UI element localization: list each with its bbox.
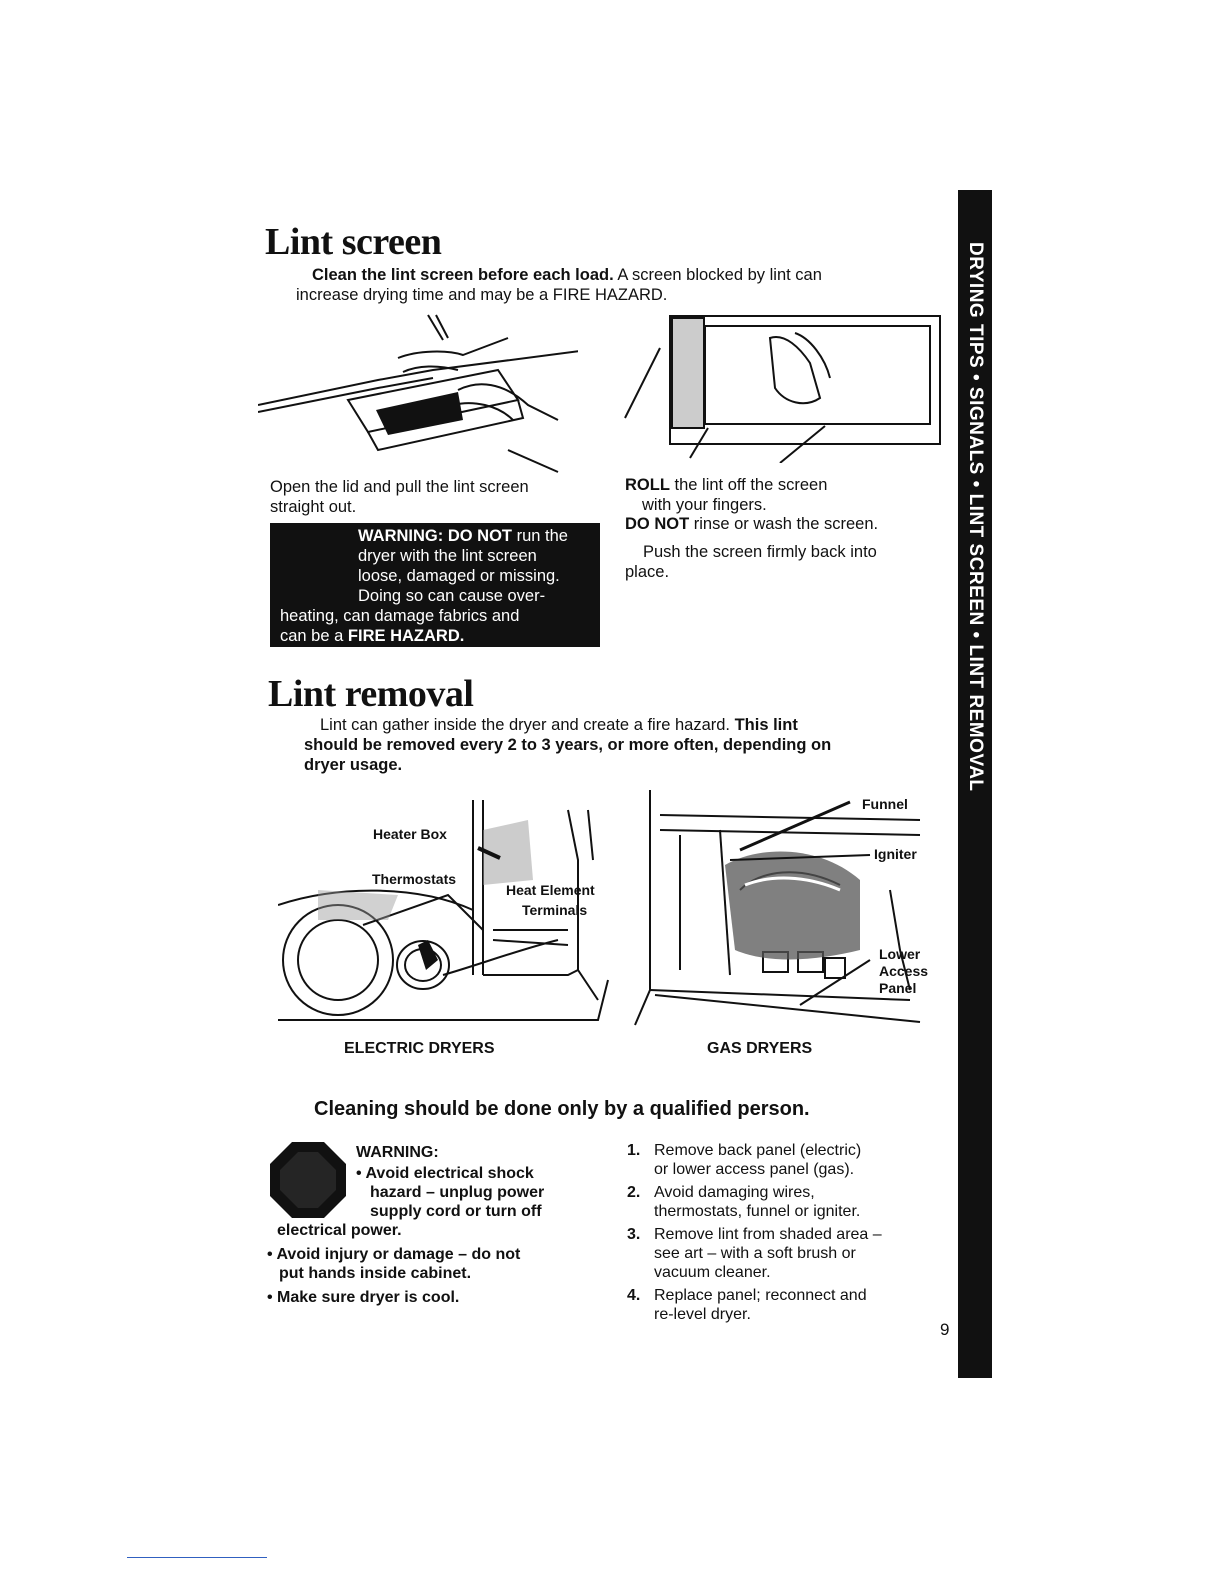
intro-1-rest: Lint can gather inside the dryer and cre… xyxy=(320,716,730,734)
step-1-line-2: or lower access panel (gas). xyxy=(654,1161,855,1178)
step-2-line-1: Avoid damaging wires, xyxy=(654,1184,815,1201)
warning-bullet-1-l4: electrical power. xyxy=(277,1222,402,1239)
lint-screen-intro-line2: increase drying time and may be a FIRE H… xyxy=(296,286,668,304)
push-screen-line2: place. xyxy=(625,563,670,581)
lint-removal-intro-3: dryer usage. xyxy=(304,756,403,774)
label-access: Access xyxy=(879,963,929,979)
warning-line-1-rest: run the xyxy=(516,527,568,545)
intro-bold: Clean the lint screen before each load. xyxy=(312,266,614,284)
open-lid-caption: Open the lid and pull the lint screen xyxy=(270,478,529,496)
stop-sign-icon xyxy=(270,1142,346,1218)
warning-bullet-1-l2: hazard – unplug power xyxy=(370,1184,545,1201)
label-panel: Panel xyxy=(879,980,917,996)
lint-screen-warning-box: WARNING: DO NOT run the dryer with the l… xyxy=(270,523,600,647)
gas-dryers-caption: GAS DRYERS xyxy=(707,1040,813,1057)
step-1-number: 1. xyxy=(627,1142,641,1159)
warning-line-6-rest: can be a xyxy=(280,627,344,645)
gas-dryer-illustration xyxy=(620,790,940,1030)
warning-line-3: loose, damaged or missing. xyxy=(358,567,560,585)
roll-lint-illustration xyxy=(620,308,950,463)
roll-rest: the lint off the screen xyxy=(674,476,828,494)
step-2-line-2: thermostats, funnel or igniter. xyxy=(654,1203,861,1220)
warning-bullet-3: • Make sure dryer is cool. xyxy=(267,1289,460,1306)
warning-line-6-bold: FIRE HAZARD. xyxy=(347,627,465,645)
roll-bold: ROLL xyxy=(625,476,670,494)
step-2: 2. Avoid damaging wires, thermostats, fu… xyxy=(627,1183,927,1221)
warning-bullet-1-l3: supply cord or turn off xyxy=(370,1203,542,1220)
step-4-number: 4. xyxy=(627,1287,641,1304)
intro-1-bold: This lint xyxy=(734,716,798,734)
lint-removal-intro-1: Lint can gather inside the dryer and cre… xyxy=(320,715,798,735)
step-3-line-2: see art – with a soft brush or xyxy=(654,1245,856,1262)
page-number: 9 xyxy=(940,1320,950,1339)
lint-removal-intro-2: should be removed every 2 to 3 years, or… xyxy=(304,736,832,754)
warning-line-1-bold: WARNING: DO NOT xyxy=(358,527,512,545)
do-not-rinse: DO NOT rinse or wash the screen. xyxy=(625,514,878,534)
side-tab-text: DRYING TIPS • SIGNALS • LINT SCREEN • LI… xyxy=(965,242,986,792)
warning-title: WARNING: xyxy=(356,1144,439,1161)
warning-line-4: Doing so can cause over- xyxy=(358,587,546,605)
warning-bullet-1-l1: • Avoid electrical shock xyxy=(356,1165,534,1182)
intro-rest: A screen blocked by lint can xyxy=(617,266,822,284)
label-funnel: Funnel xyxy=(862,796,908,812)
step-1-line-1: Remove back panel (electric) xyxy=(654,1142,862,1159)
pull-lint-screen-illustration xyxy=(258,310,578,475)
label-igniter: Igniter xyxy=(874,846,917,862)
roll-instruction-line2: with your fingers. xyxy=(642,496,767,514)
step-4-line-1: Replace panel; reconnect and xyxy=(654,1287,867,1304)
step-3-number: 3. xyxy=(627,1226,641,1243)
roll-instruction: ROLL the lint off the screen xyxy=(625,475,827,495)
label-lower: Lower xyxy=(879,946,921,962)
step-3-line-1: Remove lint from shaded area – xyxy=(654,1226,882,1243)
warning-bullet-2-l2: put hands inside cabinet. xyxy=(279,1265,472,1282)
lint-screen-heading: Lint screen xyxy=(265,221,442,263)
section-side-tab: DRYING TIPS • SIGNALS • LINT SCREEN • LI… xyxy=(958,190,992,1378)
step-2-number: 2. xyxy=(627,1184,641,1201)
do-not-rest: rinse or wash the screen. xyxy=(693,515,879,533)
lint-screen-intro: Clean the lint screen before each load. … xyxy=(312,265,822,285)
step-3: 3. Remove lint from shaded area – see ar… xyxy=(627,1225,927,1282)
push-screen-line1: Push the screen firmly back into xyxy=(643,543,877,561)
open-lid-caption-line2: straight out. xyxy=(270,498,357,516)
warning-line-1: WARNING: DO NOT run the xyxy=(358,526,568,546)
electric-dryer-illustration xyxy=(278,800,618,1030)
step-4-line-2: re-level dryer. xyxy=(654,1306,751,1323)
lint-removal-heading: Lint removal xyxy=(268,673,474,715)
steps-list: 1. Remove back panel (electric) or lower… xyxy=(627,1141,927,1328)
step-4: 4. Replace panel; reconnect and re-level… xyxy=(627,1286,927,1324)
warning-line-6: can be a FIRE HAZARD. xyxy=(280,626,464,646)
do-not-bold: DO NOT xyxy=(625,515,690,533)
step-1: 1. Remove back panel (electric) or lower… xyxy=(627,1141,927,1179)
footer-rule xyxy=(127,1557,267,1558)
label-terminals: Terminals xyxy=(522,902,588,918)
electric-dryers-caption: ELECTRIC DRYERS xyxy=(344,1040,495,1057)
label-heater-box: Heater Box xyxy=(373,826,447,842)
warning-line-2: dryer with the lint screen xyxy=(358,547,537,565)
warning-bullet-2-l1: • Avoid injury or damage – do not xyxy=(267,1246,521,1263)
label-heat-element: Heat Element xyxy=(506,882,595,898)
warning-line-5: heating, can damage fabrics and xyxy=(280,607,520,625)
label-thermostats: Thermostats xyxy=(372,871,457,887)
qualified-person-note: Cleaning should be done only by a qualif… xyxy=(314,1098,810,1120)
step-3-line-3: vacuum cleaner. xyxy=(654,1264,771,1281)
